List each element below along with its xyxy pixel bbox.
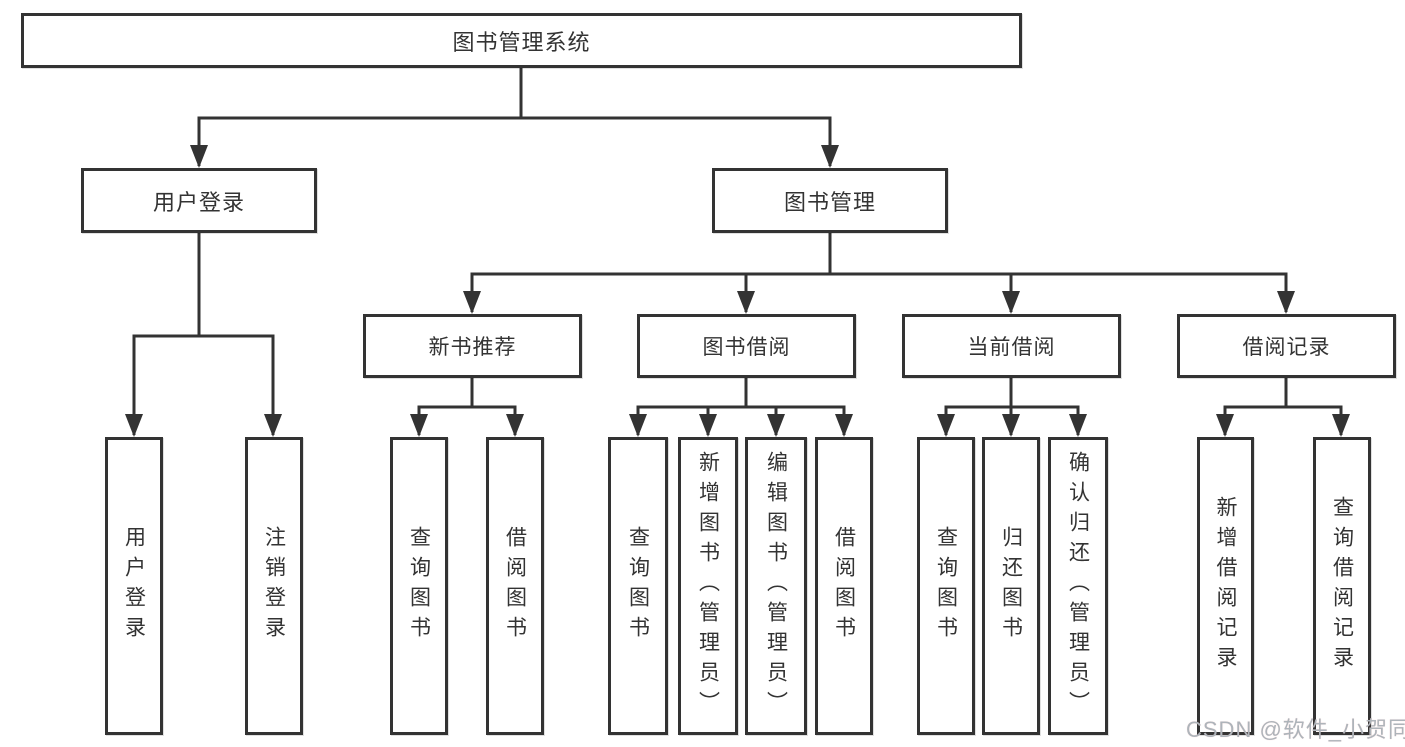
node-new-book-recommend: 新书推荐 bbox=[363, 314, 582, 378]
leaf-confirm-return-admin-label: 确认归还（管理员） bbox=[1066, 451, 1090, 721]
node-book-borrow: 图书借阅 bbox=[637, 314, 856, 378]
leaf-borrow-book-recommend: 借阅图书 bbox=[486, 437, 544, 735]
leaf-user-login-label: 用户登录 bbox=[122, 526, 146, 646]
node-current-borrow: 当前借阅 bbox=[902, 314, 1121, 378]
node-root: 图书管理系统 bbox=[21, 13, 1022, 68]
leaf-query-book-borrow-label: 查询图书 bbox=[626, 526, 650, 646]
leaf-add-book-admin-label: 新增图书（管理员） bbox=[696, 451, 720, 721]
leaf-return-book: 归还图书 bbox=[982, 437, 1040, 735]
leaf-query-book-current: 查询图书 bbox=[917, 437, 975, 735]
leaf-user-login: 用户登录 bbox=[105, 437, 163, 735]
leaf-add-book-admin: 新增图书（管理员） bbox=[678, 437, 738, 735]
leaf-logout-login-label: 注销登录 bbox=[262, 526, 286, 646]
leaf-logout-login: 注销登录 bbox=[245, 437, 303, 735]
leaf-query-book-borrow: 查询图书 bbox=[608, 437, 668, 735]
leaf-borrow-book-recommend-label: 借阅图书 bbox=[503, 526, 527, 646]
node-borrow-records: 借阅记录 bbox=[1177, 314, 1396, 378]
leaf-return-book-label: 归还图书 bbox=[999, 526, 1023, 646]
leaf-borrow-book-label: 借阅图书 bbox=[832, 526, 856, 646]
leaf-query-borrow-record: 查询借阅记录 bbox=[1313, 437, 1371, 735]
leaf-add-borrow-record: 新增借阅记录 bbox=[1197, 437, 1254, 735]
leaf-borrow-book: 借阅图书 bbox=[815, 437, 873, 735]
leaf-query-book-current-label: 查询图书 bbox=[934, 526, 958, 646]
node-book-management: 图书管理 bbox=[712, 168, 948, 233]
leaf-query-book-recommend: 查询图书 bbox=[390, 437, 448, 735]
leaf-edit-book-admin-label: 编辑图书（管理员） bbox=[764, 451, 788, 721]
leaf-add-borrow-record-label: 新增借阅记录 bbox=[1214, 496, 1237, 676]
leaf-query-borrow-record-label: 查询借阅记录 bbox=[1330, 496, 1354, 676]
csdn-watermark: CSDN @软件_小贺同学 bbox=[1186, 717, 1405, 742]
node-user-login: 用户登录 bbox=[81, 168, 317, 233]
leaf-query-book-recommend-label: 查询图书 bbox=[407, 526, 431, 646]
leaf-confirm-return-admin: 确认归还（管理员） bbox=[1048, 437, 1108, 735]
leaf-edit-book-admin: 编辑图书（管理员） bbox=[745, 437, 807, 735]
